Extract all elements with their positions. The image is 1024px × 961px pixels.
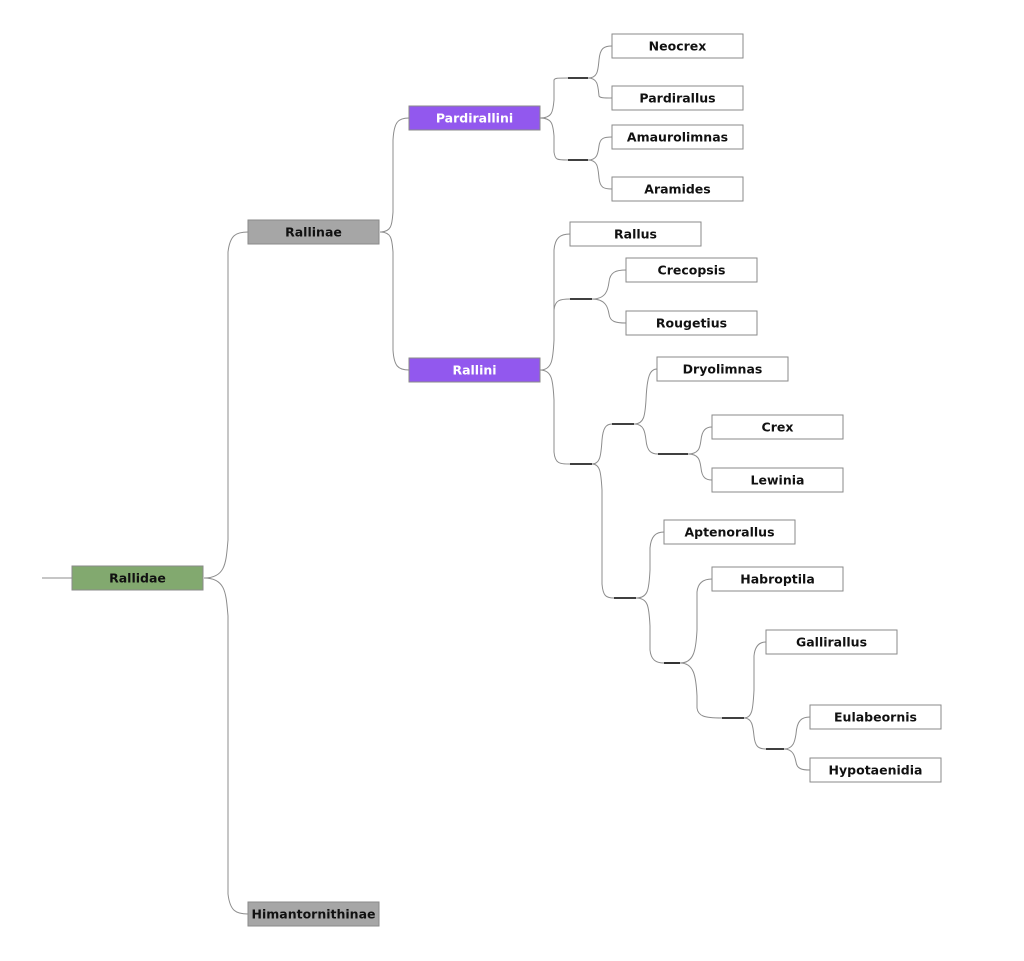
- node-aptenorallus[interactable]: Aptenorallus: [663, 519, 796, 545]
- edge-dryolimnas-clade: [633, 368, 659, 455]
- node-dryolimnas[interactable]: Dryolimnas: [656, 356, 789, 382]
- edge-neocrex-pardirallus: [587, 45, 613, 99]
- node-label: Rougetius: [656, 316, 727, 331]
- node-label: Crecopsis: [658, 263, 726, 278]
- node-label: Hypotaenidia: [829, 763, 923, 778]
- node-box: [71, 565, 204, 591]
- node-crecopsis[interactable]: Crecopsis: [625, 257, 758, 283]
- node-amaurolimnas[interactable]: Amaurolimnas: [611, 124, 744, 150]
- node-label: Crex: [762, 420, 794, 435]
- node-habroptila[interactable]: Habroptila: [711, 566, 844, 592]
- edge-aptenorallus-clade: [635, 531, 665, 664]
- node-box: [611, 33, 744, 59]
- node-gallirallus[interactable]: Gallirallus: [765, 629, 898, 655]
- node-label: Pardirallus: [639, 91, 715, 106]
- node-label: Rallinae: [285, 225, 342, 240]
- node-label: Habroptila: [740, 572, 815, 587]
- edge-pardirallini-split: [539, 77, 569, 161]
- node-rallus[interactable]: Rallus: [569, 221, 702, 247]
- node-rougetius[interactable]: Rougetius: [625, 310, 758, 336]
- node-label: Rallus: [614, 227, 657, 242]
- node-label: Dryolimnas: [683, 362, 763, 377]
- node-box: [809, 704, 942, 730]
- node-box: [765, 629, 898, 655]
- edge-rallini-lower: [591, 423, 615, 599]
- node-box: [711, 566, 844, 592]
- node-hypotaenidia[interactable]: Hypotaenidia: [809, 757, 942, 783]
- node-label: Gallirallus: [796, 635, 867, 650]
- node-pardirallini[interactable]: Pardirallini: [408, 105, 541, 131]
- node-himantornithinae[interactable]: Himantornithinae: [247, 901, 380, 927]
- node-crex[interactable]: Crex: [711, 414, 844, 440]
- node-aramides[interactable]: Aramides: [611, 176, 744, 202]
- edge-rallinae-rallini: [379, 231, 410, 371]
- node-box: [711, 467, 844, 493]
- node-label: Aptenorallus: [684, 525, 774, 540]
- tree-nodes: Rallidae Rallinae Himantornithinae Pardi…: [71, 33, 942, 927]
- edge-crecopsis-rougetius: [591, 269, 627, 324]
- node-neocrex[interactable]: Neocrex: [611, 33, 744, 59]
- node-box: [611, 176, 744, 202]
- edge-eulabeornis-hypotaenidia: [783, 716, 811, 771]
- node-box: [711, 414, 844, 440]
- node-label: Pardirallini: [436, 111, 513, 126]
- node-eulabeornis[interactable]: Eulabeornis: [809, 704, 942, 730]
- edge-gallirallus-clade: [743, 641, 767, 750]
- node-box: [408, 357, 541, 383]
- node-label: Eulabeornis: [834, 710, 917, 725]
- node-box: [625, 310, 758, 336]
- node-lewinia[interactable]: Lewinia: [711, 467, 844, 493]
- node-pardirallus[interactable]: Pardirallus: [611, 85, 744, 111]
- node-box: [656, 356, 789, 382]
- node-rallinae[interactable]: Rallinae: [247, 219, 380, 245]
- edge-amaurolimnas-aramides: [587, 136, 613, 190]
- edge-rallidae-rallinae: [203, 231, 249, 579]
- tree-edges: [42, 45, 811, 915]
- node-box: [625, 257, 758, 283]
- node-label: Lewinia: [751, 473, 805, 488]
- node-rallidae[interactable]: Rallidae: [71, 565, 204, 591]
- edge-rallini-split: [539, 233, 571, 465]
- node-label: Rallini: [452, 363, 496, 378]
- node-label: Himantornithinae: [252, 907, 376, 922]
- node-label: Neocrex: [649, 39, 707, 54]
- edge-rallinae-pardirallini: [379, 117, 410, 233]
- node-box: [408, 105, 541, 131]
- edge-rallidae-himantornithinae: [203, 577, 249, 915]
- node-box: [663, 519, 796, 545]
- node-label: Rallidae: [109, 571, 166, 586]
- node-box: [247, 901, 380, 927]
- edge-crex-lewinia: [687, 426, 713, 481]
- node-box: [569, 221, 702, 247]
- edge-habroptila-clade: [679, 578, 723, 719]
- node-box: [247, 219, 380, 245]
- node-label: Amaurolimnas: [627, 130, 728, 145]
- node-label: Aramides: [644, 182, 710, 197]
- node-box: [611, 124, 744, 150]
- node-box: [611, 85, 744, 111]
- node-box: [809, 757, 942, 783]
- node-rallini[interactable]: Rallini: [408, 357, 541, 383]
